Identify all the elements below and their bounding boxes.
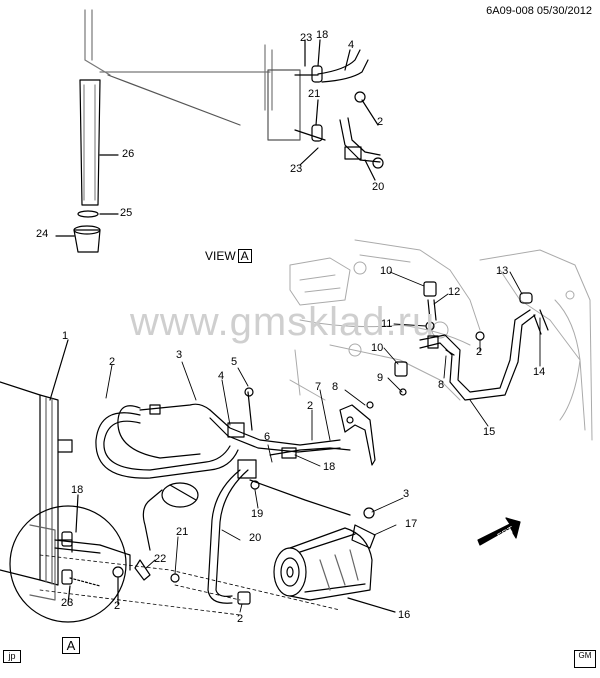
callout: 2 — [476, 346, 483, 358]
callout: 12 — [448, 286, 461, 298]
callout: 9 — [377, 372, 384, 384]
callout: 2 — [237, 613, 244, 625]
hose-assembly — [95, 281, 549, 605]
callout: 19 — [251, 508, 264, 520]
callout: 2 — [307, 400, 314, 412]
callout: 20 — [372, 181, 385, 193]
callout: 3 — [176, 349, 183, 361]
callout: 10 — [371, 342, 384, 354]
callout: 16 — [398, 609, 411, 621]
corner-tag: jp — [3, 650, 21, 663]
callout: 15 — [483, 426, 496, 438]
callout: 1 — [62, 330, 69, 342]
view-label-text: VIEW — [205, 249, 236, 263]
diagram-reference: 6A09-008 05/30/2012 — [486, 5, 592, 17]
view-label-box: A — [237, 249, 252, 263]
condenser — [0, 339, 73, 586]
upper-detail — [55, 9, 384, 253]
callout: 25 — [120, 207, 133, 219]
callout: 4 — [348, 39, 355, 51]
gm-logo-text: GM — [578, 651, 592, 660]
callout: 4 — [218, 370, 225, 382]
callout: 20 — [249, 532, 262, 544]
engine-bay-outline — [289, 239, 593, 441]
callout: 17 — [405, 518, 418, 530]
callout: 13 — [496, 265, 509, 277]
callout: 21 — [308, 88, 321, 100]
detail-box-label: A — [62, 637, 80, 654]
callout: 23 — [300, 32, 313, 44]
callout: 22 — [154, 553, 167, 565]
callout: 5 — [231, 356, 238, 368]
front-arrow-icon — [477, 517, 521, 546]
compressor — [273, 527, 396, 613]
callout: 11 — [381, 318, 393, 330]
callout: 18 — [323, 461, 336, 473]
callout: 24 — [36, 228, 49, 240]
callout: 23 — [61, 597, 74, 609]
callout: 7 — [315, 381, 322, 393]
callout: 18 — [316, 29, 329, 41]
callout: 2 — [109, 356, 116, 368]
leader-lines — [105, 271, 541, 613]
callout: 14 — [533, 366, 546, 378]
callout: 2 — [114, 600, 121, 612]
callout: 8 — [332, 381, 339, 393]
callout: 18 — [71, 484, 84, 496]
callout: 2 — [377, 116, 384, 128]
callout: 6 — [264, 431, 271, 443]
dashed-projection — [39, 554, 341, 616]
gm-logo: GM — [574, 650, 596, 668]
callout: 10 — [380, 265, 393, 277]
callout: 21 — [176, 526, 189, 538]
callout: 23 — [290, 163, 303, 175]
callout: 26 — [122, 148, 135, 160]
callout: 3 — [403, 488, 410, 500]
callout: 8 — [438, 379, 445, 391]
